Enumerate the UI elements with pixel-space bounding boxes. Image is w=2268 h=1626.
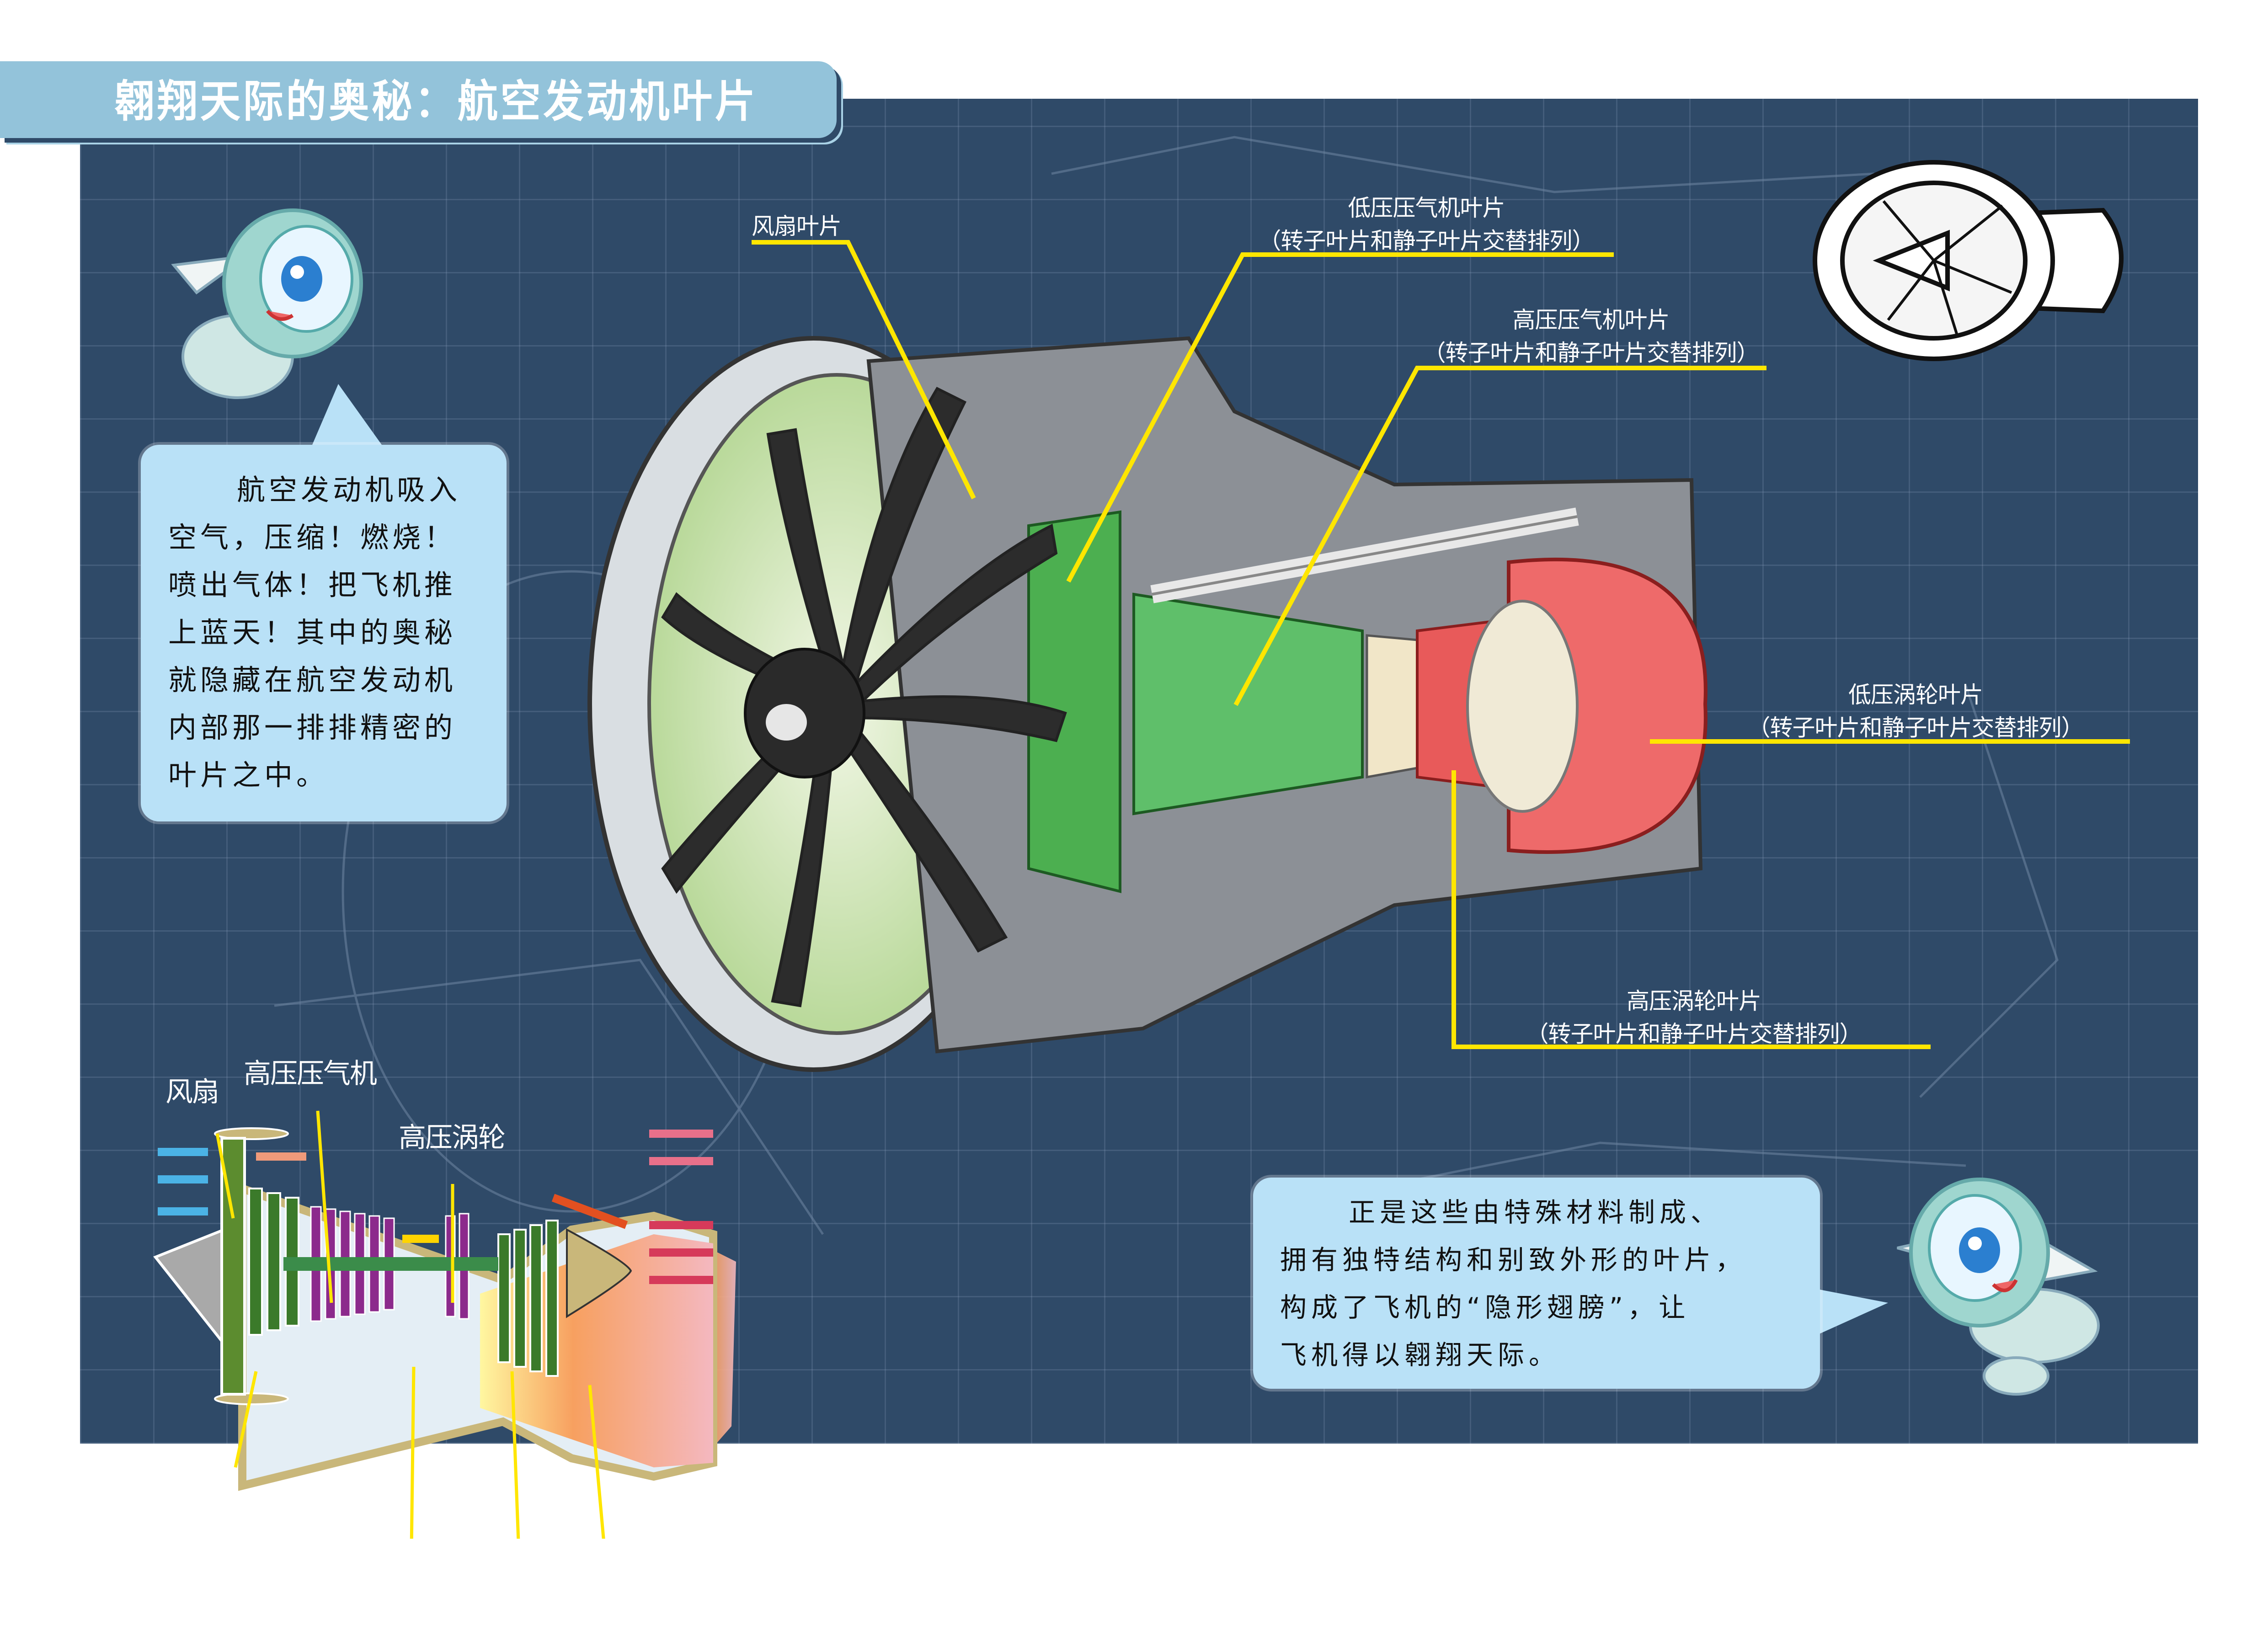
label-hpt-blade: 高压涡轮叶片 （转子叶片和静子叶片交替排列）	[1502, 983, 1886, 1049]
outro-line: 飞机得以翱翔天际。	[1280, 1339, 1560, 1370]
label-lpt-blade: 低压涡轮叶片 （转子叶片和静子叶片交替排列）	[1724, 677, 2108, 742]
intro-line: 航空发动机吸入	[237, 473, 461, 506]
outro-line: 正是这些由特殊材料制成、	[1349, 1197, 1722, 1228]
intro-line: 空气，压缩！燃烧！	[168, 521, 457, 554]
schematic-label-hpt: 高压涡轮	[399, 1122, 506, 1154]
schematic-label-fan: 风扇	[165, 1076, 219, 1108]
intro-speech-bubble	[141, 445, 507, 821]
leader-hpc-blade	[1233, 366, 1766, 706]
outro-line: 构成了飞机的“隐形翅膀”，让	[1280, 1292, 1690, 1323]
label-fan-blade: 风扇叶片	[752, 213, 842, 240]
intro-line: 上蓝天！其中的奥秘	[168, 616, 457, 649]
mascot-top-left	[171, 208, 363, 399]
label-hpt-blade-note: （转子叶片和静子叶片交替排列）	[1526, 1021, 1862, 1047]
engine-icon	[1813, 160, 2124, 361]
engine-cutaway	[587, 336, 1708, 1072]
schematic-label-nozzle: 尾喷口	[592, 1579, 672, 1611]
label-hpt-blade-name: 高压涡轮叶片	[1627, 988, 1761, 1014]
intro-text: 航空发动机吸入 空气，压缩！燃烧！ 喷出气体！把飞机推 上蓝天！其中的奥秘 就隐…	[168, 466, 461, 799]
leader-lines	[752, 240, 2130, 1049]
label-hpc-blade: 高压压气机叶片 （转子叶片和静子叶片交替排列）	[1399, 302, 1783, 368]
schematic-label-lpc: 低压压气机	[159, 1593, 293, 1625]
page-title: 翱翔天际的奥秘：航空发动机叶片	[114, 76, 758, 127]
intro-line: 叶片之中。	[168, 758, 329, 792]
label-lpt-blade-note: （转子叶片和静子叶片交替排列）	[1747, 714, 2084, 741]
schematic-label-combustor: 燃烧室	[363, 1565, 443, 1597]
schematic-label-lpt: 低压涡轮	[467, 1569, 574, 1601]
label-lpc-blade-note: （转子叶片和静子叶片交替排列）	[1258, 228, 1595, 254]
schematic-label-hpc: 高压压气机	[244, 1058, 377, 1090]
airflow-arrows	[158, 1130, 713, 1284]
label-hpc-blade-note: （转子叶片和静子叶片交替排列）	[1423, 340, 1760, 366]
leader-fan-blade	[752, 240, 976, 500]
engine-schematic	[153, 1110, 736, 1539]
leader-lpc-blade	[1066, 252, 1614, 583]
label-hpc-blade-name: 高压压气机叶片	[1512, 307, 1670, 333]
outro-text: 正是这些由特殊材料制成、 拥有独特结构和别致外形的叶片， 构成了飞机的“隐形翅膀…	[1280, 1189, 1746, 1379]
illustration-layer	[153, 136, 2130, 1539]
intro-line: 内部那一排排精密的	[168, 711, 457, 744]
fan-blades	[661, 387, 1067, 1008]
intro-line: 喷出气体！把飞机推	[168, 568, 457, 602]
intro-line: 就隐藏在航空发动机	[168, 663, 457, 697]
outro-line: 拥有独特结构和别致外形的叶片，	[1280, 1244, 1747, 1275]
label-lpt-blade-name: 低压涡轮叶片	[1848, 682, 1983, 708]
title-banner	[0, 61, 837, 138]
label-lpc-blade-name: 低压压气机叶片	[1348, 195, 1505, 221]
outro-bubble-tail	[1817, 1289, 1888, 1335]
mascot-bottom-right	[1897, 1178, 2100, 1396]
outro-speech-bubble	[1253, 1178, 1820, 1389]
leader-hpt-blade	[1452, 770, 1931, 1049]
label-lpc-blade: 低压压气机叶片 （转子叶片和静子叶片交替排列）	[1234, 190, 1618, 256]
intro-bubble-tail	[311, 384, 384, 448]
